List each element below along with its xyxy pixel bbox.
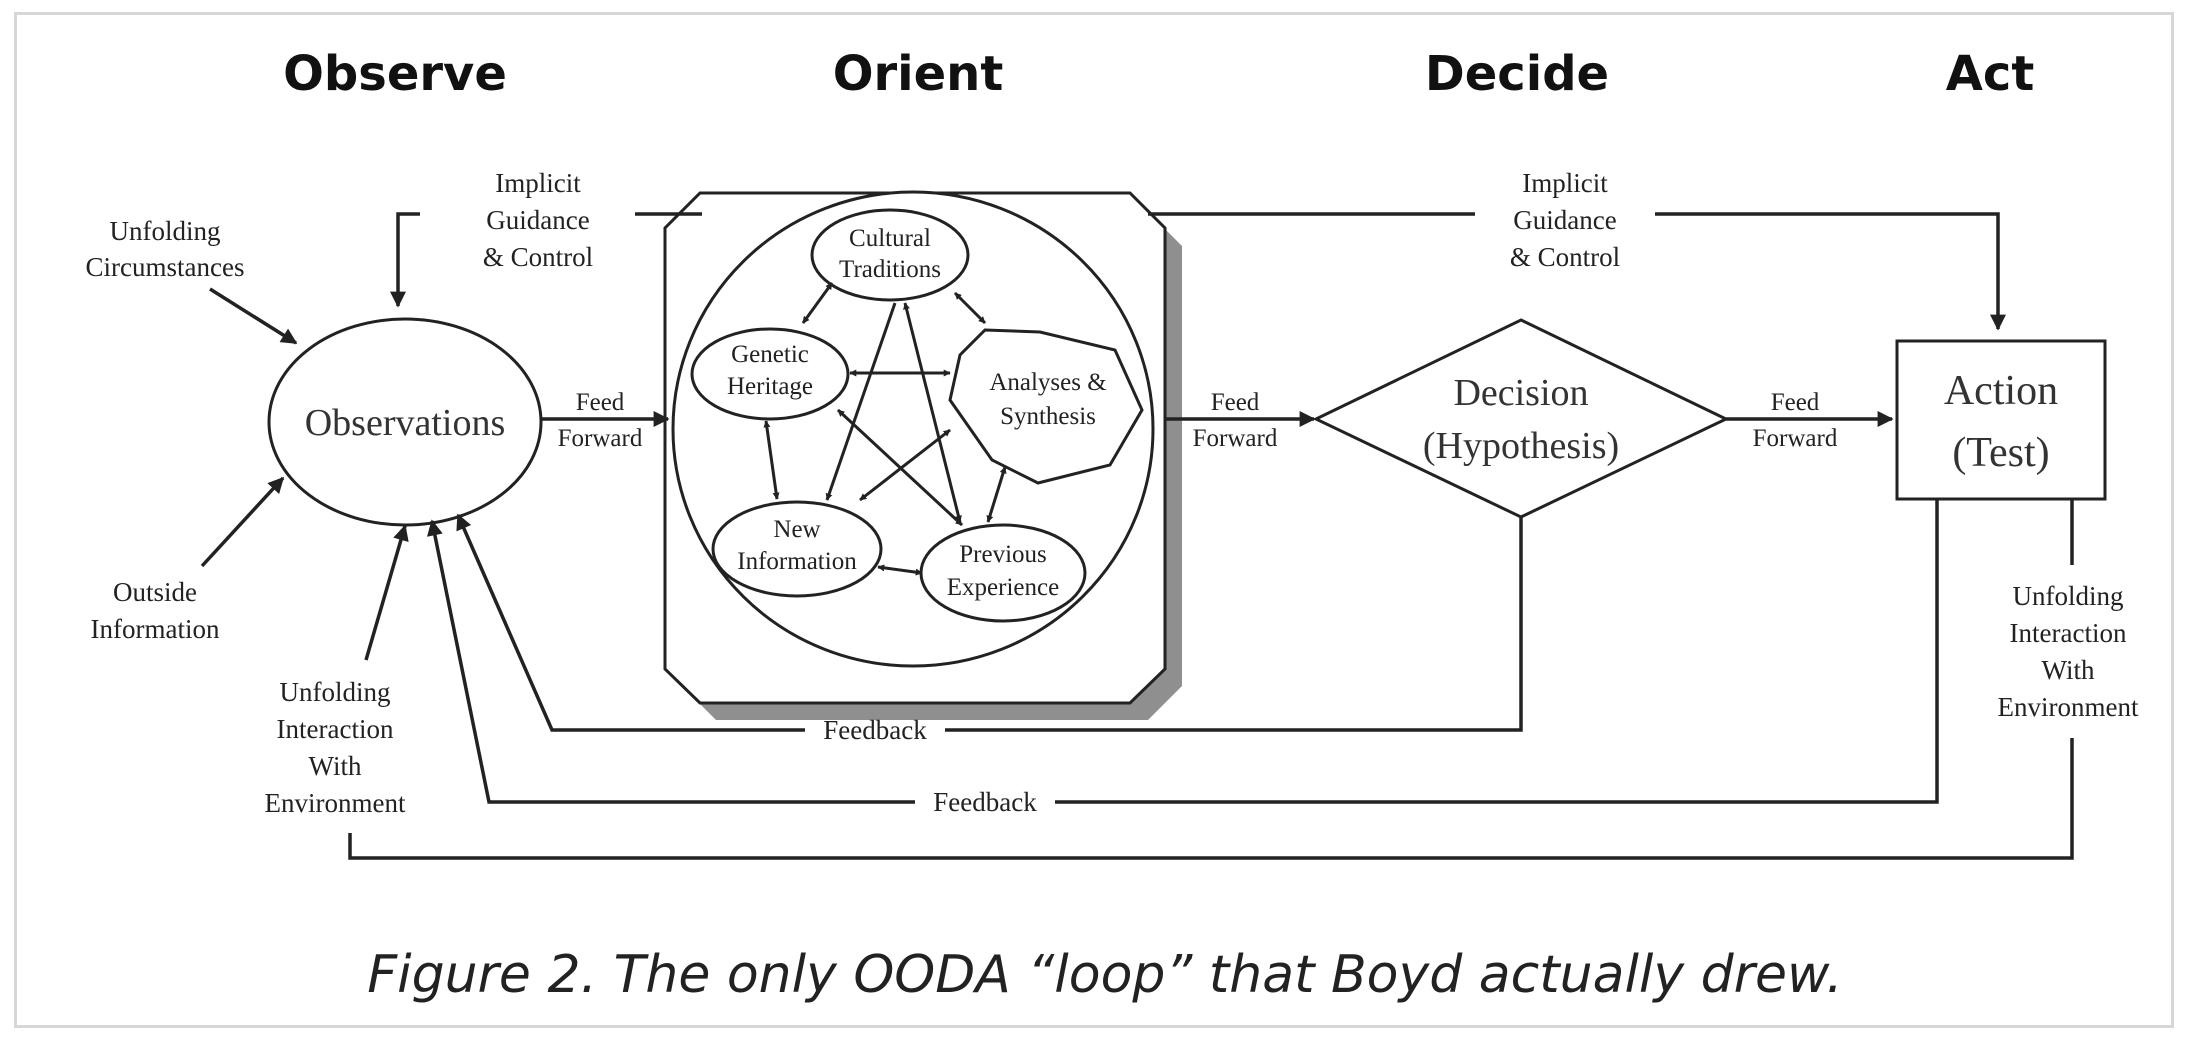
outside-information-line2: Information: [91, 614, 220, 644]
arrow-circumstances-in: [209, 287, 298, 345]
feedback-act-line-a: [1055, 499, 1939, 804]
previous-experience-line2: Experience: [947, 574, 1059, 601]
heading-act: Act: [1946, 46, 2035, 102]
decision-line1: Decision: [1453, 372, 1588, 414]
action-line1: Action: [1944, 368, 2058, 414]
arrow-cultural-genetic: [801, 282, 834, 324]
arrow-cultural-analyses: [953, 291, 987, 325]
act-interaction-line-b: [348, 738, 2074, 860]
observe-interaction-line3: With: [309, 751, 362, 781]
feed-forward-3-line1: Feed: [1771, 389, 1820, 416]
analyses-synthesis-line1: Analyses &: [989, 369, 1106, 396]
new-information-line1: New: [773, 516, 820, 543]
act-interaction-line2: Interaction: [2010, 618, 2127, 648]
guidance-act-line2: Guidance: [1513, 205, 1616, 235]
heading-decide: Decide: [1425, 46, 1609, 102]
cultural-traditions-line2: Traditions: [839, 256, 941, 283]
arrow-analyses-previous: [986, 466, 1007, 523]
cultural-traditions-node: [810, 208, 970, 302]
genetic-heritage-node: [690, 327, 850, 421]
decision-line2: (Hypothesis): [1423, 425, 1619, 467]
act-interaction-line4: Environment: [1998, 692, 2139, 722]
guidance-act-line3: & Control: [1510, 242, 1620, 272]
action-line2: (Test): [1952, 430, 2049, 476]
observe-interaction-line4: Environment: [265, 788, 406, 818]
feedback-decide-line-a: [945, 517, 1523, 732]
feedback-act-label: Feedback: [933, 787, 1037, 817]
previous-experience-line1: Previous: [959, 541, 1047, 568]
arrow-cultural-previous: [903, 302, 962, 523]
genetic-heritage-line1: Genetic: [731, 341, 809, 368]
arrow-cultural-new: [825, 302, 897, 501]
guidance-observe-line3: & Control: [483, 242, 593, 272]
feedback-decide-label: Feedback: [823, 715, 927, 745]
decision-node: [1312, 318, 1730, 519]
act-interaction-line1: Unfolding: [2013, 581, 2124, 611]
feed-forward-2-line1: Feed: [1211, 389, 1260, 416]
unfolding-circumstances-line2: Circumstances: [86, 252, 245, 282]
figure-caption: Figure 2. The only OODA “loop” that Boyd…: [367, 945, 1843, 1005]
arrow-genetic-new: [763, 420, 780, 500]
new-information-line2: Information: [737, 548, 857, 575]
observations-label: Observations: [305, 402, 506, 444]
feedback-act-arrow: [427, 519, 915, 804]
feed-forward-3-line2: Forward: [1753, 425, 1838, 452]
heading-observe: Observe: [283, 46, 507, 102]
observe-interaction-line2: Interaction: [277, 714, 394, 744]
feed-forward-1-line2: Forward: [558, 425, 643, 452]
observe-interaction-line1: Unfolding: [280, 677, 391, 707]
guidance-observe-line1: Implicit: [495, 168, 581, 198]
genetic-heritage-line2: Heritage: [727, 373, 813, 400]
guidance-act-line1: Implicit: [1522, 168, 1608, 198]
heading-orient: Orient: [833, 46, 1004, 102]
arrow-interaction-in: [364, 524, 409, 661]
previous-experience-node: [919, 523, 1087, 623]
action-node: [1895, 339, 2107, 501]
cultural-traditions-line1: Cultural: [849, 225, 931, 252]
unfolding-circumstances-line1: Unfolding: [110, 216, 221, 246]
feedback-decide-arrow: [456, 513, 805, 732]
arrow-outside-in: [200, 476, 285, 568]
new-information-node: [711, 500, 883, 598]
outside-information-line1: Outside: [113, 577, 197, 607]
feed-forward-1-line1: Feed: [576, 389, 625, 416]
guidance-observe-arrow: [390, 212, 420, 308]
act-interaction-line3: With: [2042, 655, 2095, 685]
analyses-synthesis-line2: Synthesis: [1000, 403, 1096, 430]
arrow-new-previous: [877, 564, 923, 576]
feed-forward-2-line2: Forward: [1193, 425, 1278, 452]
guidance-observe-line2: Guidance: [486, 205, 589, 235]
guidance-act-arrow: [1655, 212, 2006, 331]
